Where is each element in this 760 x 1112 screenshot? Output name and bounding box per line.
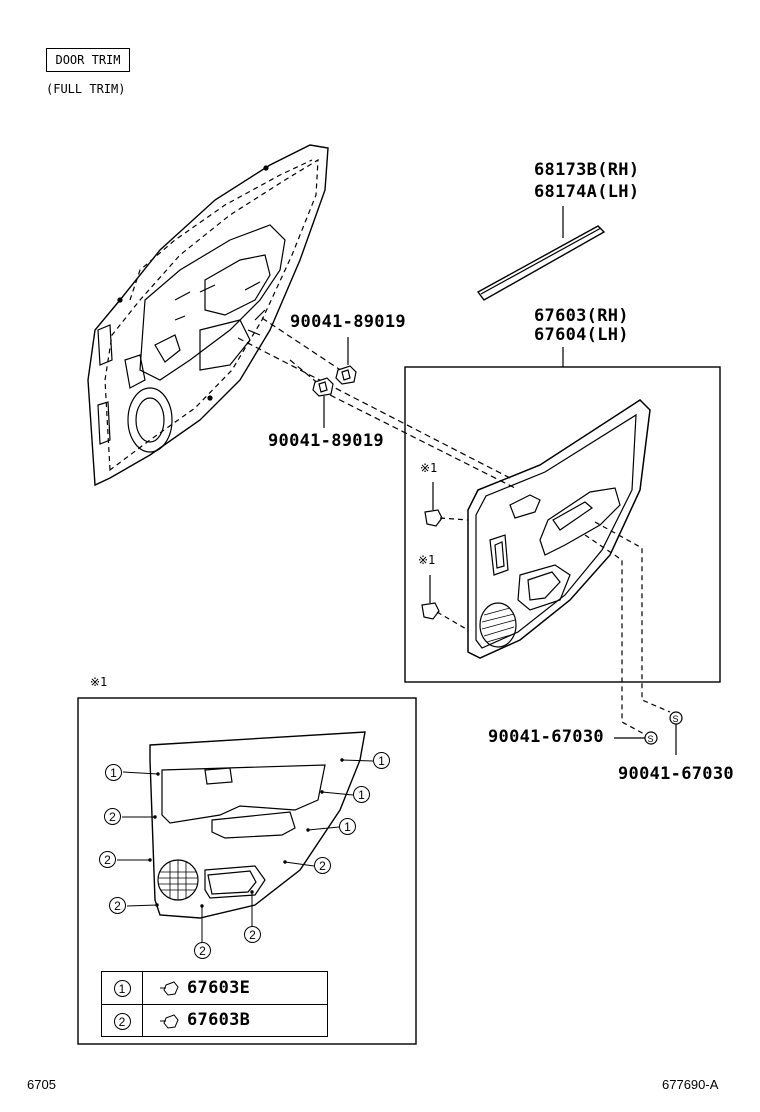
clip-89019-upper	[335, 337, 357, 385]
clip-89019-lower	[312, 377, 334, 428]
legend-number: 1	[113, 980, 131, 998]
note-marker: ※1	[418, 553, 436, 567]
clip-legend-table: 1 67603E 2 67603B	[101, 971, 328, 1037]
detail-box	[77, 697, 417, 1045]
detail-leaders	[117, 758, 374, 942]
part-number-clip-lower: 90041-89019	[268, 431, 384, 451]
detail-note-marker: ※1	[90, 675, 108, 689]
screw-symbols: S S	[614, 711, 683, 755]
door-inner-panel	[87, 144, 329, 487]
part-number-trim-lh: 67604(LH)	[534, 325, 629, 345]
trim-clip-upper	[424, 482, 469, 527]
part-number-weatherstrip-lh: 68174A(LH)	[534, 182, 640, 202]
callout-1: 1	[105, 764, 122, 781]
part-number-clip-upper: 90041-89019	[290, 312, 406, 332]
detail-trim	[149, 731, 366, 919]
legend-row: 1 67603E	[101, 971, 328, 1005]
leader-lines	[237, 317, 516, 489]
svg-text:S: S	[673, 714, 679, 724]
section-title: DOOR TRIM	[46, 48, 130, 72]
callout-1: 1	[339, 818, 356, 835]
legend-row: 2 67603B	[101, 1003, 328, 1037]
callout-2: 2	[109, 897, 126, 914]
part-number-trim-rh: 67603(RH)	[534, 306, 629, 326]
callout-2: 2	[314, 857, 331, 874]
trim-board-box	[404, 366, 721, 683]
legend-number: 2	[113, 1012, 131, 1030]
legend-part-number: 67603B	[187, 1010, 251, 1031]
part-number-screw-left: 90041-67030	[488, 727, 604, 747]
callout-2: 2	[104, 808, 121, 825]
svg-text:S: S	[648, 734, 654, 744]
part-number-weatherstrip-rh: 68173B(RH)	[534, 160, 640, 180]
section-subtitle: (FULL TRIM)	[46, 82, 126, 96]
note-marker: ※1	[420, 461, 438, 475]
screw-leaders	[584, 521, 671, 736]
trim-clip-lower	[421, 575, 469, 631]
callout-1: 1	[373, 752, 390, 769]
callout-2: 2	[194, 942, 211, 959]
figure-code: 677690-A	[662, 1077, 719, 1092]
trim-board	[467, 399, 651, 659]
callout-1: 1	[353, 786, 370, 803]
weatherstrip	[476, 206, 606, 301]
callout-2: 2	[99, 851, 116, 868]
callout-2: 2	[244, 926, 261, 943]
legend-part-number: 67603E	[187, 977, 251, 998]
part-number-screw-right: 90041-67030	[618, 764, 734, 784]
page-code: 6705	[27, 1077, 56, 1092]
